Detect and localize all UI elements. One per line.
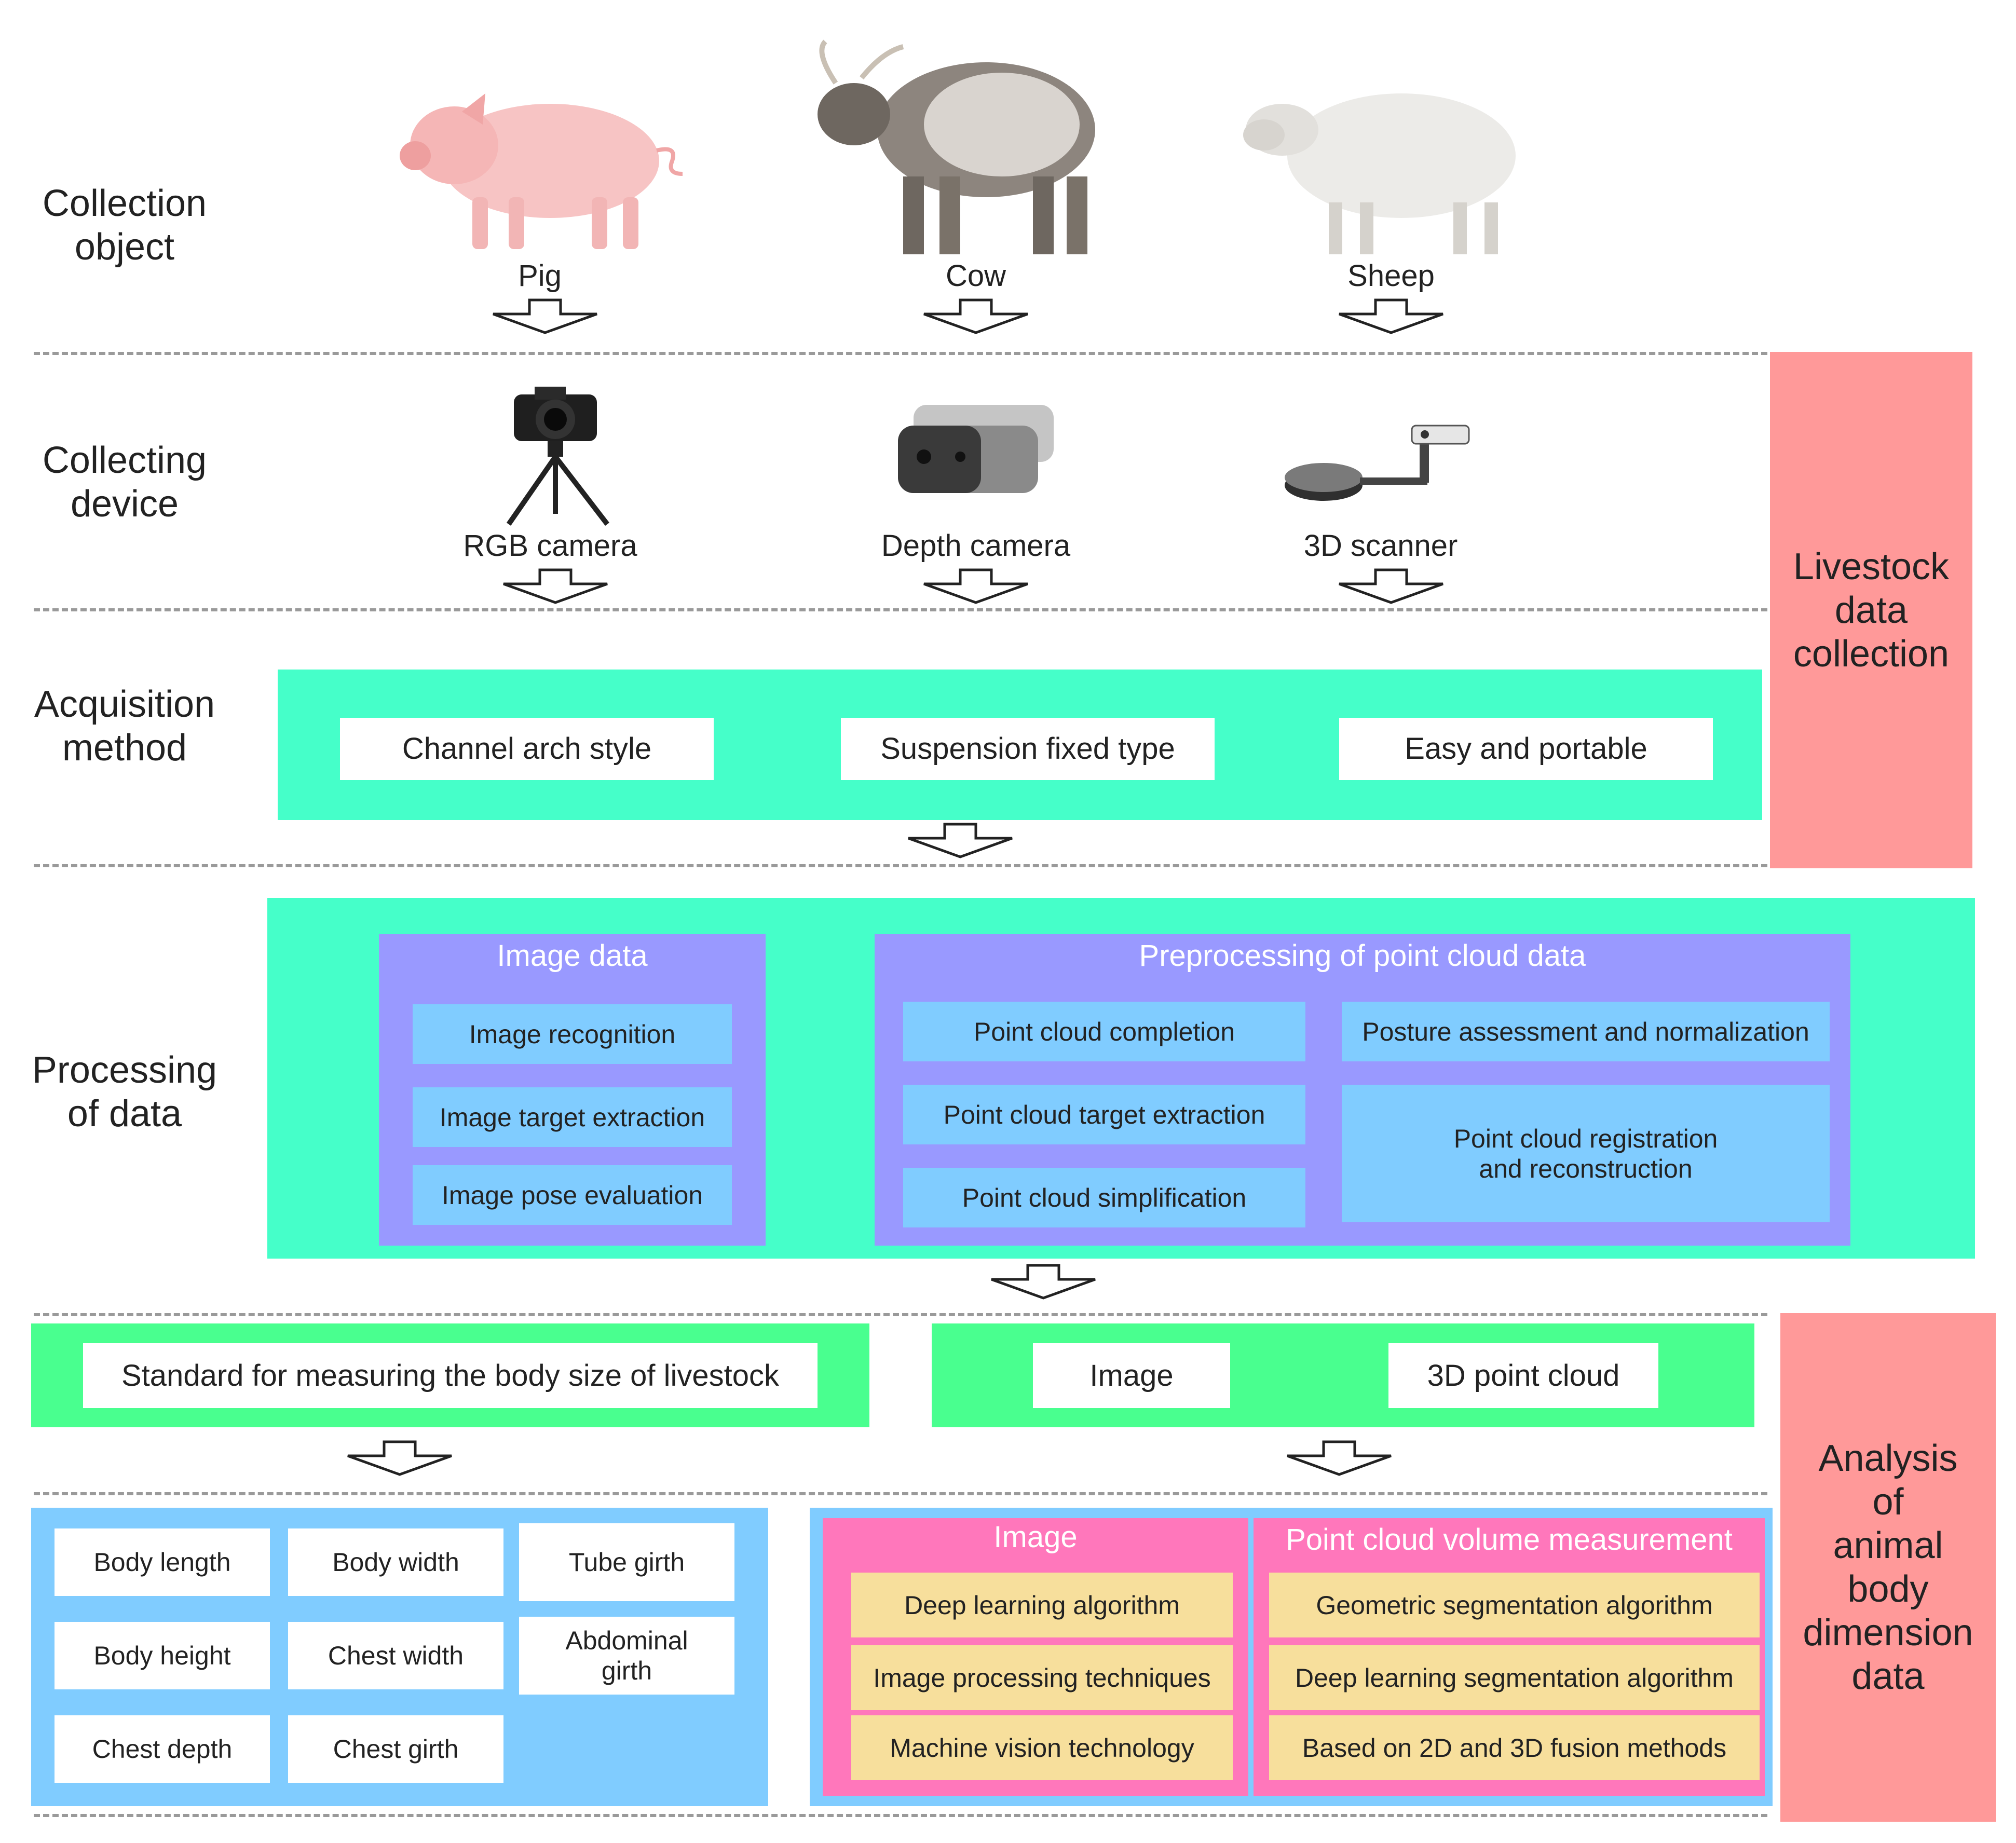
standard-box: Standard for measuring the body size of … [83,1343,818,1408]
measurement-item: Chest depth [55,1715,270,1783]
animal-label-cow: Cow [945,259,1006,293]
cow-image [818,39,1095,254]
measurement-item: Abdominal girth [519,1617,734,1695]
image-analysis-title: Image [993,1520,1078,1554]
device-label-3d-scanner: 3D scanner [1303,529,1458,563]
side-label-livestock-data-collection: Livestock data collection [1770,352,1972,868]
down-arrow-icon [923,568,1028,604]
point-cloud-item: Point cloud registration and reconstruct… [1342,1085,1830,1222]
down-arrow-icon [347,1440,452,1476]
measurement-item: Chest girth [288,1715,503,1783]
down-arrow-icon [1339,298,1443,334]
point-cloud-item: Posture assessment and normalization [1342,1002,1830,1061]
rgb-camera-image [506,387,609,526]
row-label-collecting-device: Collecting device [42,440,207,525]
measurement-item: Chest width [288,1622,503,1689]
measurement-item: Tube girth [519,1523,734,1601]
method-box-suspension-fixed: Suspension fixed type [841,718,1215,780]
animal-label-sheep: Sheep [1347,259,1435,293]
side-label-analysis-body-dimension: Analysis of animal body dimension data [1780,1313,1996,1822]
measurement-item: Body length [55,1528,270,1596]
separator-line [34,864,1767,867]
image-data-title: Image data [497,939,648,973]
separator-line [34,608,1767,611]
3d-scanner-image [1285,425,1470,501]
image-analysis-item: Deep learning algorithm [851,1573,1233,1637]
point-cloud-item: Point cloud simplification [903,1168,1305,1227]
point-cloud-volume-title: Point cloud volume measurement [1286,1523,1733,1557]
method-box-channel-arch: Channel arch style [340,718,714,780]
image-analysis-item: Machine vision technology [851,1715,1233,1780]
down-arrow-icon [503,568,608,604]
separator-line [34,1492,1767,1495]
point-cloud-item: Point cloud target extraction [903,1085,1305,1144]
device-label-depth-camera: Depth camera [881,529,1071,563]
device-label-rgb-camera: RGB camera [463,529,637,563]
data-type-3d-point-cloud: 3D point cloud [1388,1343,1658,1408]
separator-line [34,352,1767,355]
image-data-item: Image pose evaluation [413,1165,732,1225]
point-cloud-item: Point cloud completion [903,1002,1305,1061]
measurement-item: Body width [288,1528,503,1596]
image-data-item: Image recognition [413,1004,732,1064]
separator-line [34,1814,1767,1817]
sheep-image [1243,93,1516,254]
down-arrow-icon [1287,1440,1392,1476]
image-analysis-item: Image processing techniques [851,1645,1233,1710]
method-box-easy-portable: Easy and portable [1339,718,1713,780]
row-label-acquisition-method: Acquisition method [34,684,215,769]
down-arrow-icon [493,298,597,334]
row-label-processing-of-data: Processing of data [32,1049,217,1135]
separator-line [34,1313,1767,1316]
row-label-collection-object: Collection object [42,183,207,268]
measurement-item: Body height [55,1622,270,1689]
image-data-item: Image target extraction [413,1087,732,1147]
point-cloud-volume-item: Geometric segmentation algorithm [1269,1573,1760,1637]
down-arrow-icon [1339,568,1443,604]
data-type-image: Image [1033,1343,1230,1408]
point-cloud-volume-item: Based on 2D and 3D fusion methods [1269,1715,1760,1780]
point-cloud-preprocessing-title: Preprocessing of point cloud data [1139,939,1586,973]
depth-camera-image [898,405,1054,493]
point-cloud-volume-item: Deep learning segmentation algorithm [1269,1645,1760,1710]
pig-image [400,93,683,249]
down-arrow-icon [908,823,1013,858]
animal-label-pig: Pig [518,259,562,293]
down-arrow-icon [991,1264,1096,1300]
down-arrow-icon [923,298,1028,334]
